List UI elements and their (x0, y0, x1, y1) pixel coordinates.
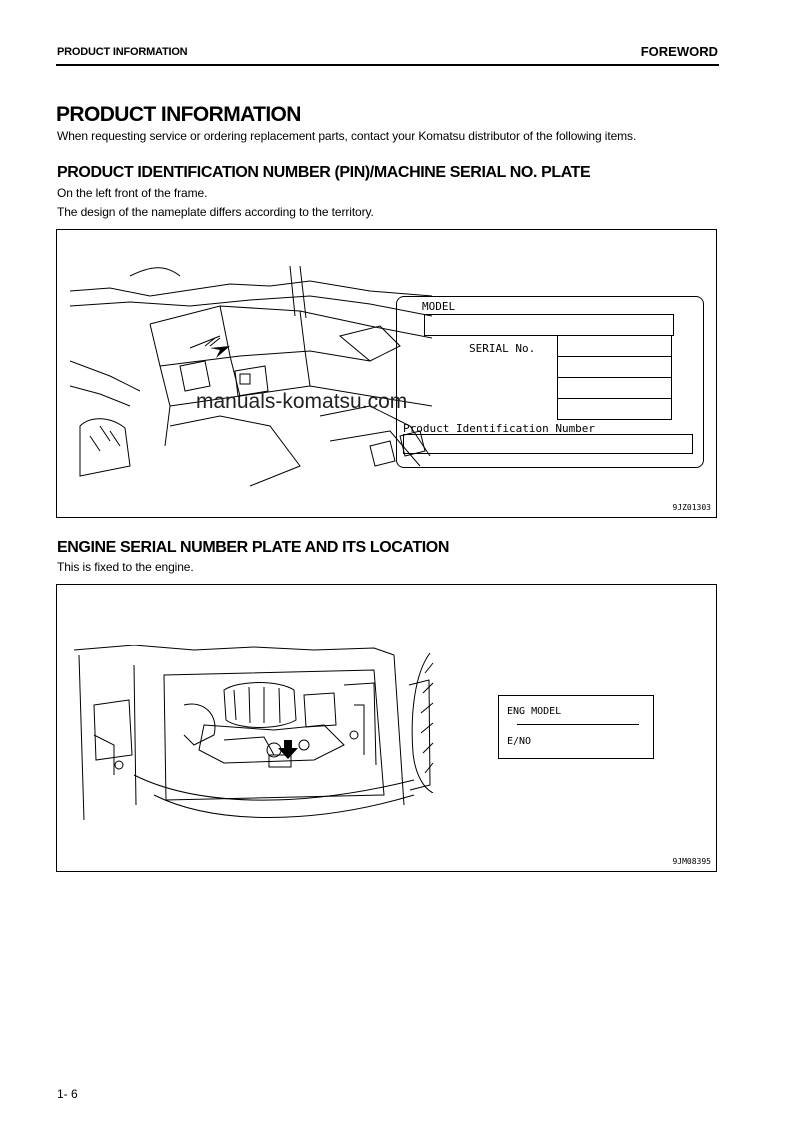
plate-eng-no-label: E/NO (507, 736, 532, 747)
running-header-section: PRODUCT INFORMATION (57, 46, 188, 58)
pin-location-text: On the left front of the frame. (57, 186, 208, 200)
engine-figure-frame: ENG MODEL E/NO 9JM08395 (56, 584, 717, 872)
plate-model-label: MODEL (422, 300, 456, 313)
page-number: 1- 6 (57, 1087, 78, 1101)
plate-pin-field (403, 434, 693, 454)
page-title: PRODUCT INFORMATION (56, 103, 301, 126)
engine-section-heading: ENGINE SERIAL NUMBER PLATE AND ITS LOCAT… (57, 539, 449, 556)
engine-plate: ENG MODEL E/NO (498, 695, 654, 759)
plate-eng-model-line (517, 724, 639, 725)
running-header-chapter: FOREWORD (640, 44, 718, 59)
track-illustration (411, 653, 434, 793)
plate-pin-label: Product Identification Number (403, 422, 596, 435)
header-rule (56, 64, 719, 66)
watermark: manuals-komatsu.com (196, 390, 408, 413)
pin-figure-frame: MODEL SERIAL No. Product Identification … (56, 229, 717, 518)
plate-serial-fields (557, 336, 672, 420)
engine-location-text: This is fixed to the engine. (57, 560, 194, 574)
machine-frame-illustration (70, 266, 432, 487)
pin-design-note: The design of the nameplate differs acco… (57, 205, 374, 219)
intro-text: When requesting service or ordering repl… (57, 129, 637, 143)
pin-section-heading: PRODUCT IDENTIFICATION NUMBER (PIN)/MACH… (57, 164, 591, 181)
engine-figure-code: 9JM08395 (672, 857, 711, 866)
pin-plate: MODEL SERIAL No. Product Identification … (396, 296, 704, 468)
engine-compartment-illustration (74, 645, 431, 821)
plate-serial-label: SERIAL No. (469, 342, 536, 355)
pin-figure-code: 9JZ01303 (672, 503, 711, 512)
plate-eng-model-label: ENG MODEL (507, 706, 562, 717)
plate-model-field (424, 314, 674, 336)
